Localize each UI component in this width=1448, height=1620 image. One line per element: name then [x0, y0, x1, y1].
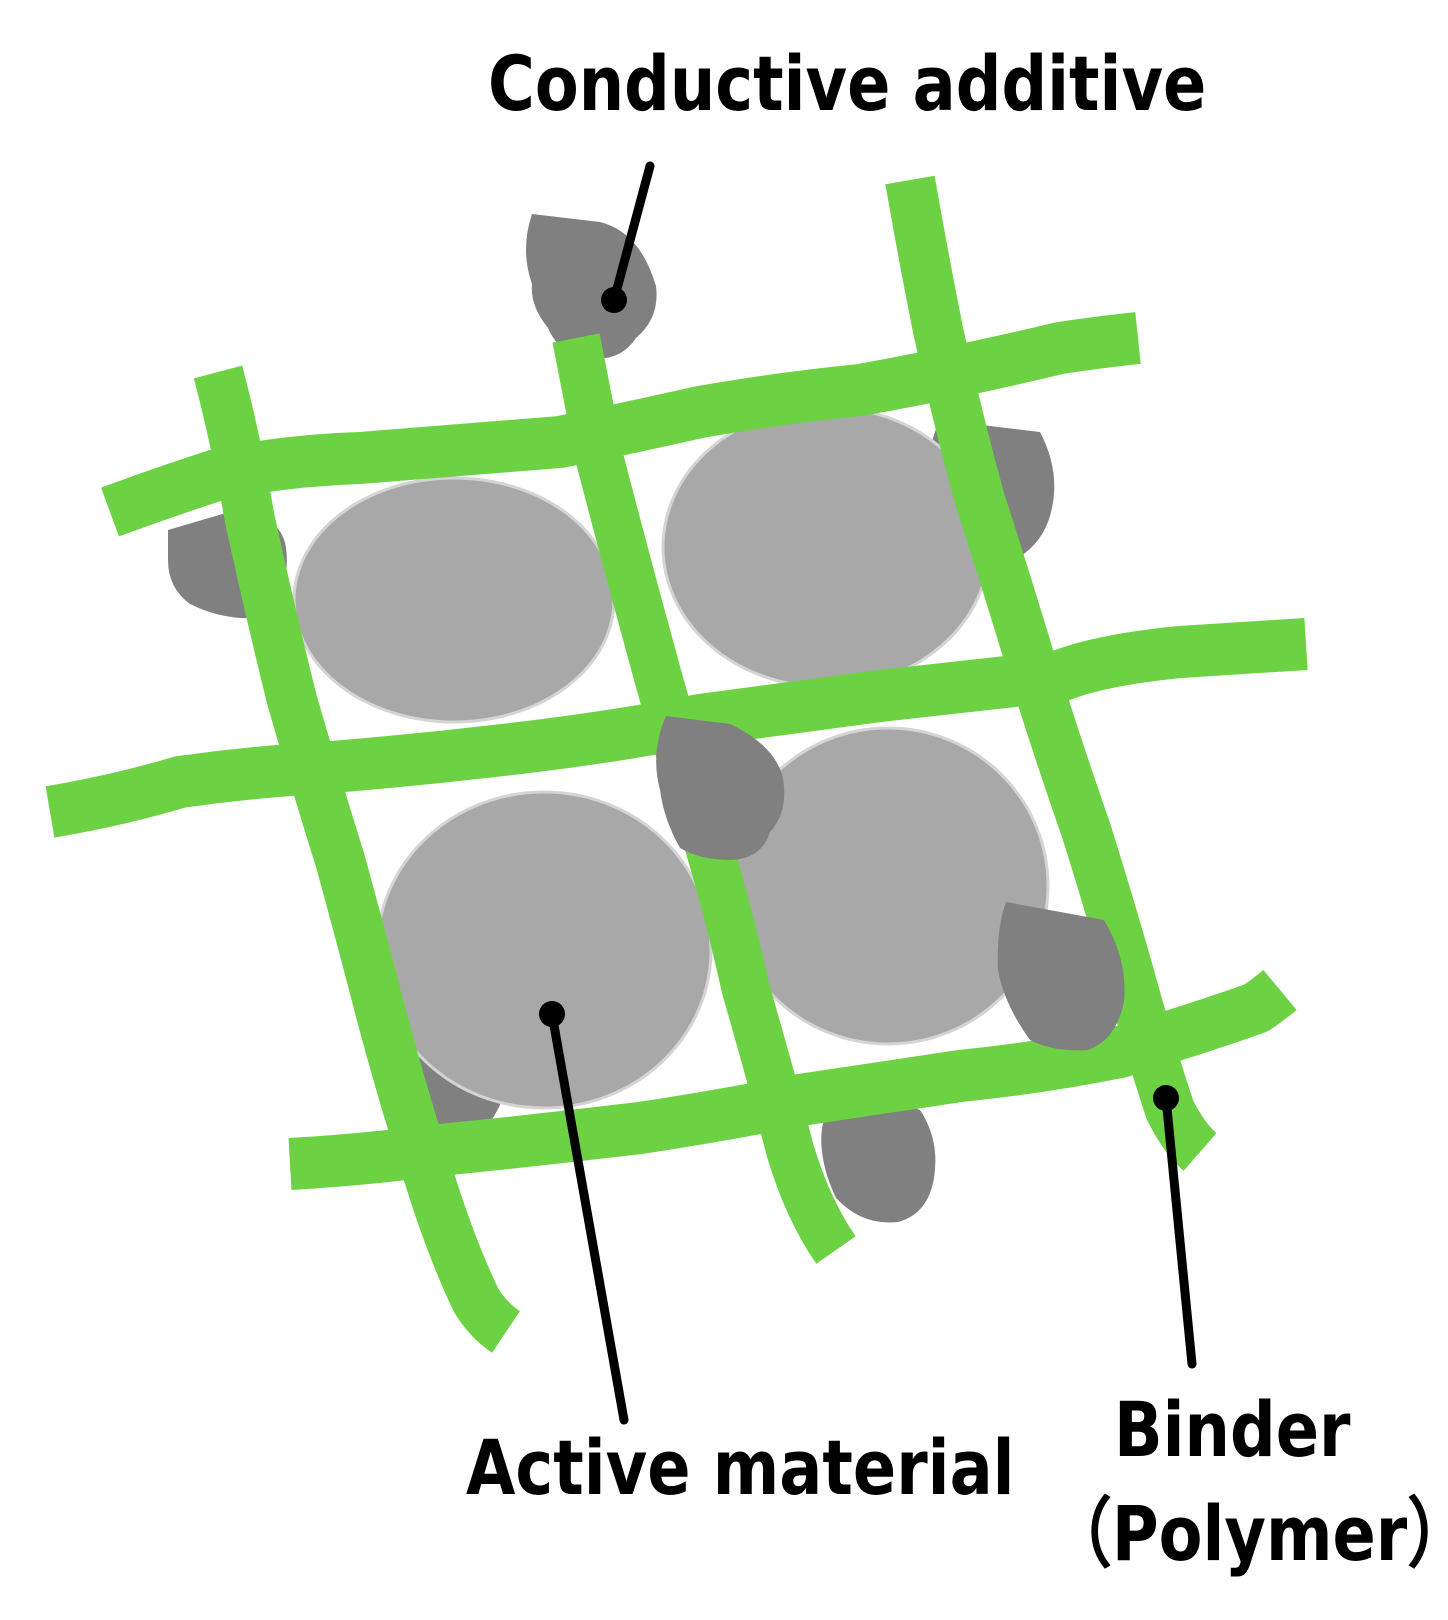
conductive-additive-particle-center	[656, 716, 785, 860]
binder-strand-vertical-3	[885, 175, 1218, 1171]
active-material-particle-lower-left	[375, 790, 713, 1110]
label-polymer: （Polymer）	[1048, 1489, 1448, 1578]
leader-dot-conductive-additive	[601, 287, 627, 313]
active-material-particle-upper-left	[292, 476, 616, 724]
conductive-additive-particle-right-lower	[997, 902, 1125, 1051]
binder-strand-vertical-1	[193, 365, 521, 1353]
conductive-additive-particles-front	[656, 716, 1125, 1051]
leader-dot-binder	[1153, 1085, 1179, 1111]
leader-line-conductive-additive	[609, 161, 655, 305]
active-material-particle-upper-right	[661, 405, 991, 689]
label-active-material: Active material	[466, 1423, 1015, 1512]
leader-line-binder	[1161, 1093, 1197, 1369]
label-binder: Binder	[1114, 1385, 1351, 1474]
active-material-particles	[292, 405, 1050, 1110]
label-conductive-additive: Conductive additive	[488, 39, 1207, 128]
leader-dot-active-material	[539, 1001, 565, 1027]
binder-strand-horizontal-2	[45, 618, 1308, 838]
leader-line-active-material	[547, 1009, 629, 1425]
leader-lines	[539, 161, 1197, 1425]
conductive-additive-particle-bottom-center	[821, 1094, 936, 1223]
binder-strand-horizontal-3	[288, 969, 1297, 1190]
